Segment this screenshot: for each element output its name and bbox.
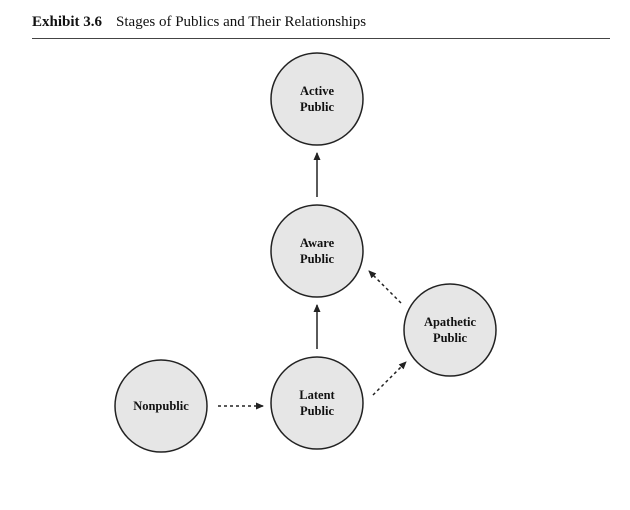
node-aware-label: Aware [300, 236, 335, 250]
node-aware-label: Public [300, 252, 334, 266]
node-apathetic-label: Apathetic [424, 315, 477, 329]
node-apathetic-label: Public [433, 331, 467, 345]
node-nonpublic-circle [114, 359, 208, 453]
node-active-label: Active [300, 84, 334, 98]
node-nonpublic-label: Nonpublic [133, 399, 189, 413]
exhibit-caption: Exhibit 3.6 Stages of Publics and Their R… [32, 14, 366, 31]
arrow-apathetic-to-aware [368, 270, 402, 304]
node-apathetic-circle [403, 283, 497, 377]
node-latent-label: Public [300, 404, 334, 418]
node-aware-circle [270, 204, 364, 298]
node-active-label: Public [300, 100, 334, 114]
exhibit-title: Stages of Publics and Their Relationship… [116, 14, 367, 30]
exhibit-number: Exhibit 3.6 [32, 14, 103, 30]
node-nonpublic: Nonpublic [114, 359, 208, 453]
node-latent-circle [270, 356, 364, 450]
arrow-latent-to-apathetic [372, 361, 407, 396]
node-active-circle [270, 52, 364, 146]
node-latent-label: Latent [299, 388, 335, 402]
caption-rule [32, 38, 610, 39]
